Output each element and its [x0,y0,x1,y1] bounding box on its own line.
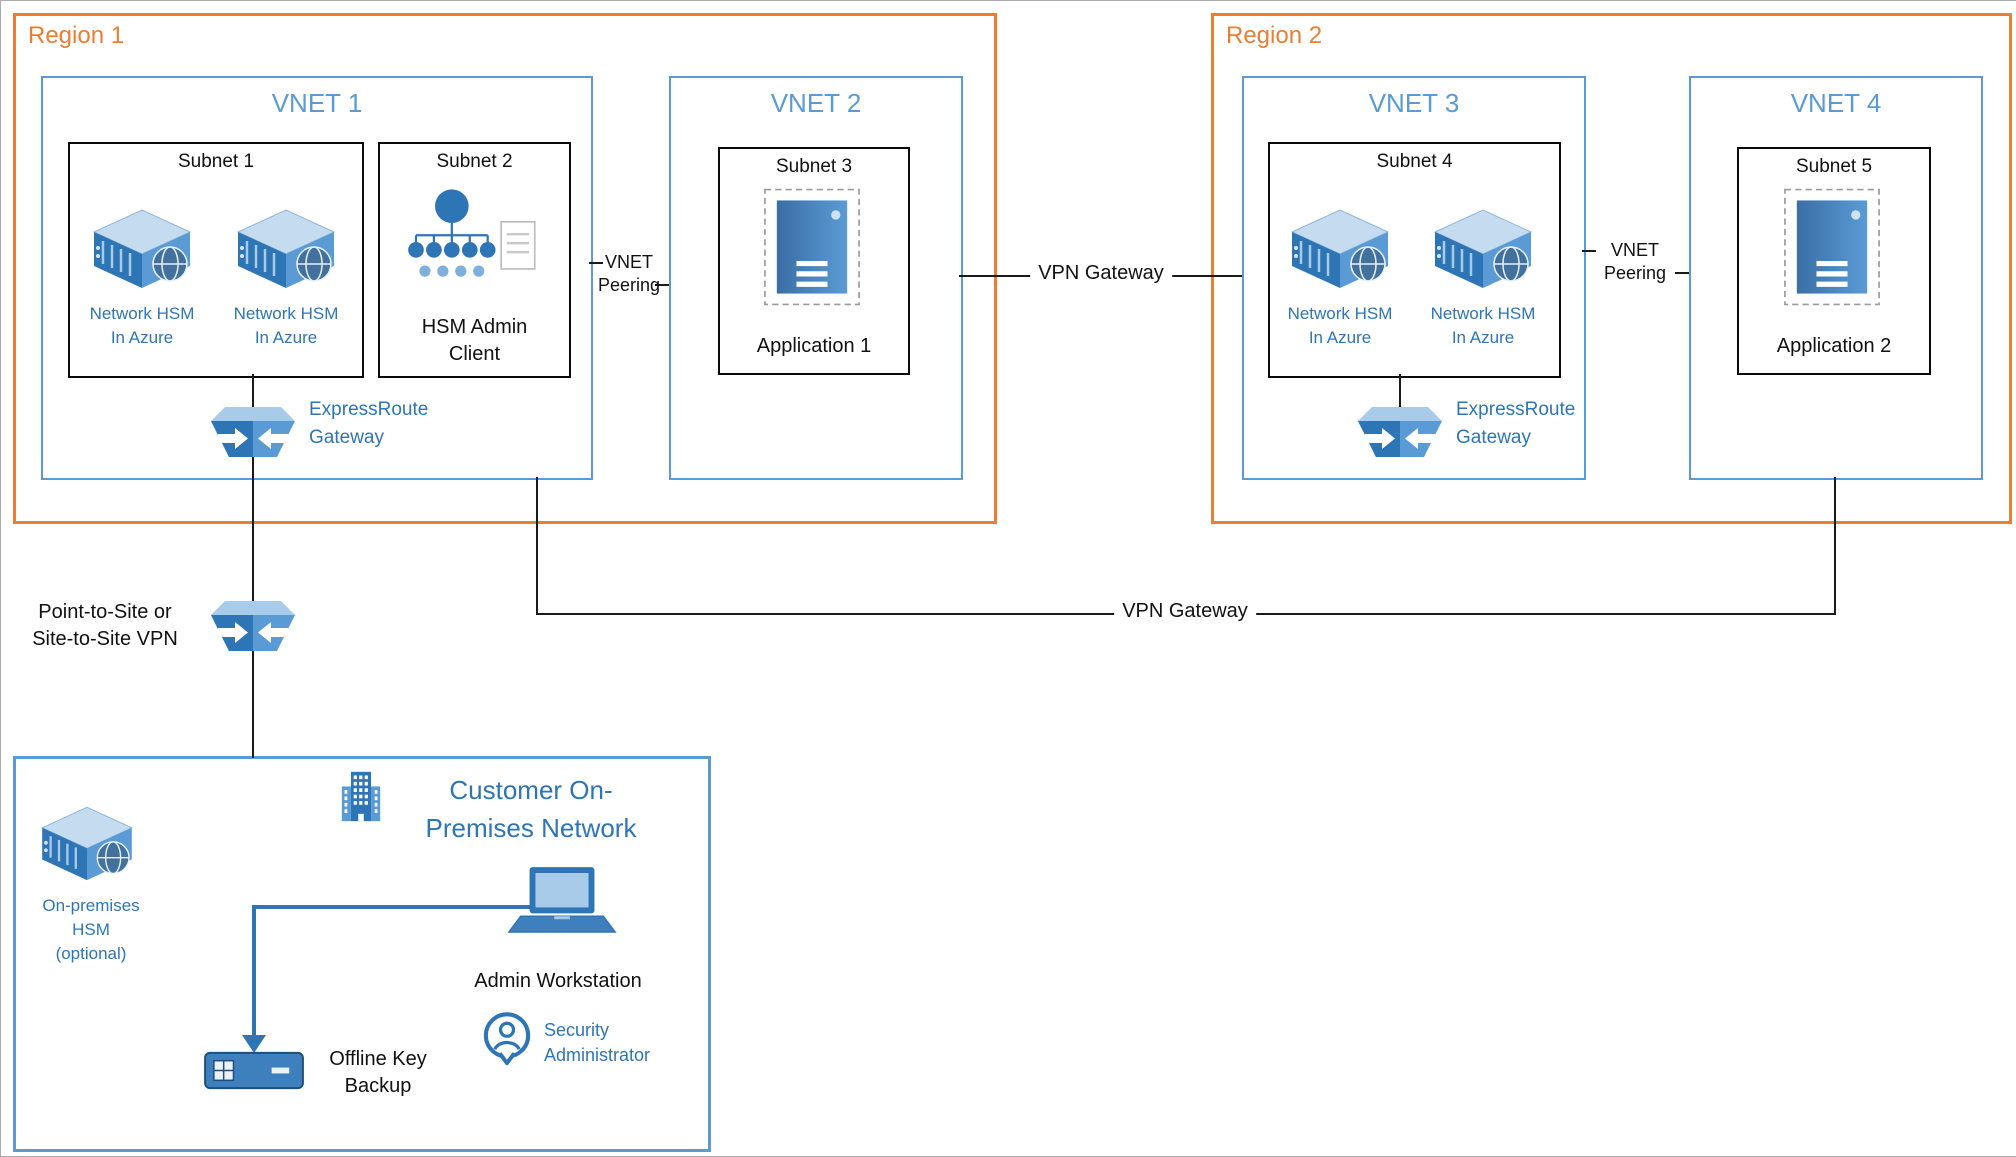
application-1-label: Application 1 [756,335,872,357]
subnet-4-box: Subnet 4 Network HSM In Azure Network HS… [1268,142,1561,378]
network-hsm-icon [1423,198,1543,290]
vnet-peering-2-dash-right [1675,272,1689,274]
connector-subnet4-gateway [1399,374,1401,414]
vnet-peering-2-dash-left [1582,250,1596,252]
subnet-1-label: Subnet 1 [177,151,255,172]
subnet-5-box: Subnet 5 Application 2 [1737,147,1931,375]
connector-vpn-bottom-left [536,477,538,615]
network-hsm-icon [82,198,202,290]
subnet-2-label: Subnet 2 [436,151,513,172]
application-icon [762,187,862,307]
offline-key-backup-label: Offline Key Backup [329,1048,427,1097]
security-administrator-icon [481,1011,533,1068]
region-1-label: Region 1 [28,22,125,49]
vnet-3-box: VNET 3 Subnet 4 Network HSM In Azure Net… [1242,76,1586,480]
hsm-admin-client-label: HSM Admin Client [421,316,528,365]
vnet-peering-1-dash-left [589,262,603,264]
security-administrator-label: Security Administrator [544,1020,651,1066]
building-icon [339,770,383,823]
application-icon [1782,187,1882,307]
admin-workstation-label: Admin Workstation [474,970,642,992]
backup-arrowhead [242,1035,266,1053]
subnet-4-label: Subnet 4 [1376,151,1453,172]
vpn-gateway-mid-label: VPN Gateway [1030,261,1172,286]
vnet-2-label: VNET 2 [770,88,862,118]
expressroute-gateway-label: ExpressRoute Gateway [309,399,429,448]
subnet-2-box: Subnet 2 HSM Admin Client [378,142,571,378]
subnet-5-label: Subnet 5 [1795,156,1873,177]
expressroute-gateway-icon [205,399,301,465]
vnet-2-box: VNET 2 Subnet 3 Application 1 [669,76,963,480]
expressroute-gateway-icon [1352,399,1448,465]
vnet-peering-1-dash-right [655,284,669,286]
network-hsm-icon [1280,198,1400,290]
vpn-gateway-icon [205,593,301,659]
vnet-peering-1-label: VNET Peering [597,252,661,296]
onprem-hsm-icon [31,796,143,882]
subnet-3-label: Subnet 3 [775,156,853,177]
region-1-box: Region 1 VNET 1 Subnet 1 Network HSM In … [13,13,997,524]
vnet-4-box: VNET 4 Subnet 5 Application 2 [1689,76,1983,480]
subnet-1-box: Subnet 1 Network HSM In Azure Network HS… [68,142,364,378]
onprem-network-box: Customer On- Premises Network On-premise… [13,756,711,1152]
offline-key-backup-icon [203,1048,305,1093]
onprem-hsm-label: On-premises HSM (optional) [42,896,140,963]
network-hsm-icon [226,198,346,290]
hsm-admin-client-icon [398,186,546,307]
region-2-label: Region 2 [1226,22,1323,49]
vnet-peering-2-label: VNET Peering [1603,240,1667,284]
subnet-3-box: Subnet 3 Application 1 [718,147,910,375]
network-hsm-label: Network HSM In Azure [89,304,195,347]
application-2-label: Application 2 [1776,335,1892,357]
network-hsm-label: Network HSM In Azure [1287,304,1393,347]
vnet-1-box: VNET 1 Subnet 1 Network HSM In Azure Net… [41,76,593,480]
network-hsm-label: Network HSM In Azure [1430,304,1536,347]
point-to-site-vpn-label: Point-to-Site or Site-to-Site VPN [32,601,178,650]
backup-arrow-vertical [252,905,256,1037]
admin-workstation-icon [503,864,621,941]
backup-arrow-horizontal [253,905,533,909]
onprem-title: Customer On- Premises Network [425,775,637,843]
vpn-gateway-bottom-label: VPN Gateway [1114,599,1256,624]
vnet-1-label: VNET 1 [271,88,363,118]
vnet-3-label: VNET 3 [1368,88,1460,118]
network-hsm-label: Network HSM In Azure [233,304,339,347]
connector-vpn-bottom-right [1834,477,1836,615]
vnet-4-label: VNET 4 [1790,88,1882,118]
expressroute-gateway-label: ExpressRoute Gateway [1456,399,1576,448]
region-2-box: Region 2 VNET 3 Subnet 4 Network HSM In … [1211,13,2012,524]
connector-vnet1-to-onprem [252,374,254,758]
